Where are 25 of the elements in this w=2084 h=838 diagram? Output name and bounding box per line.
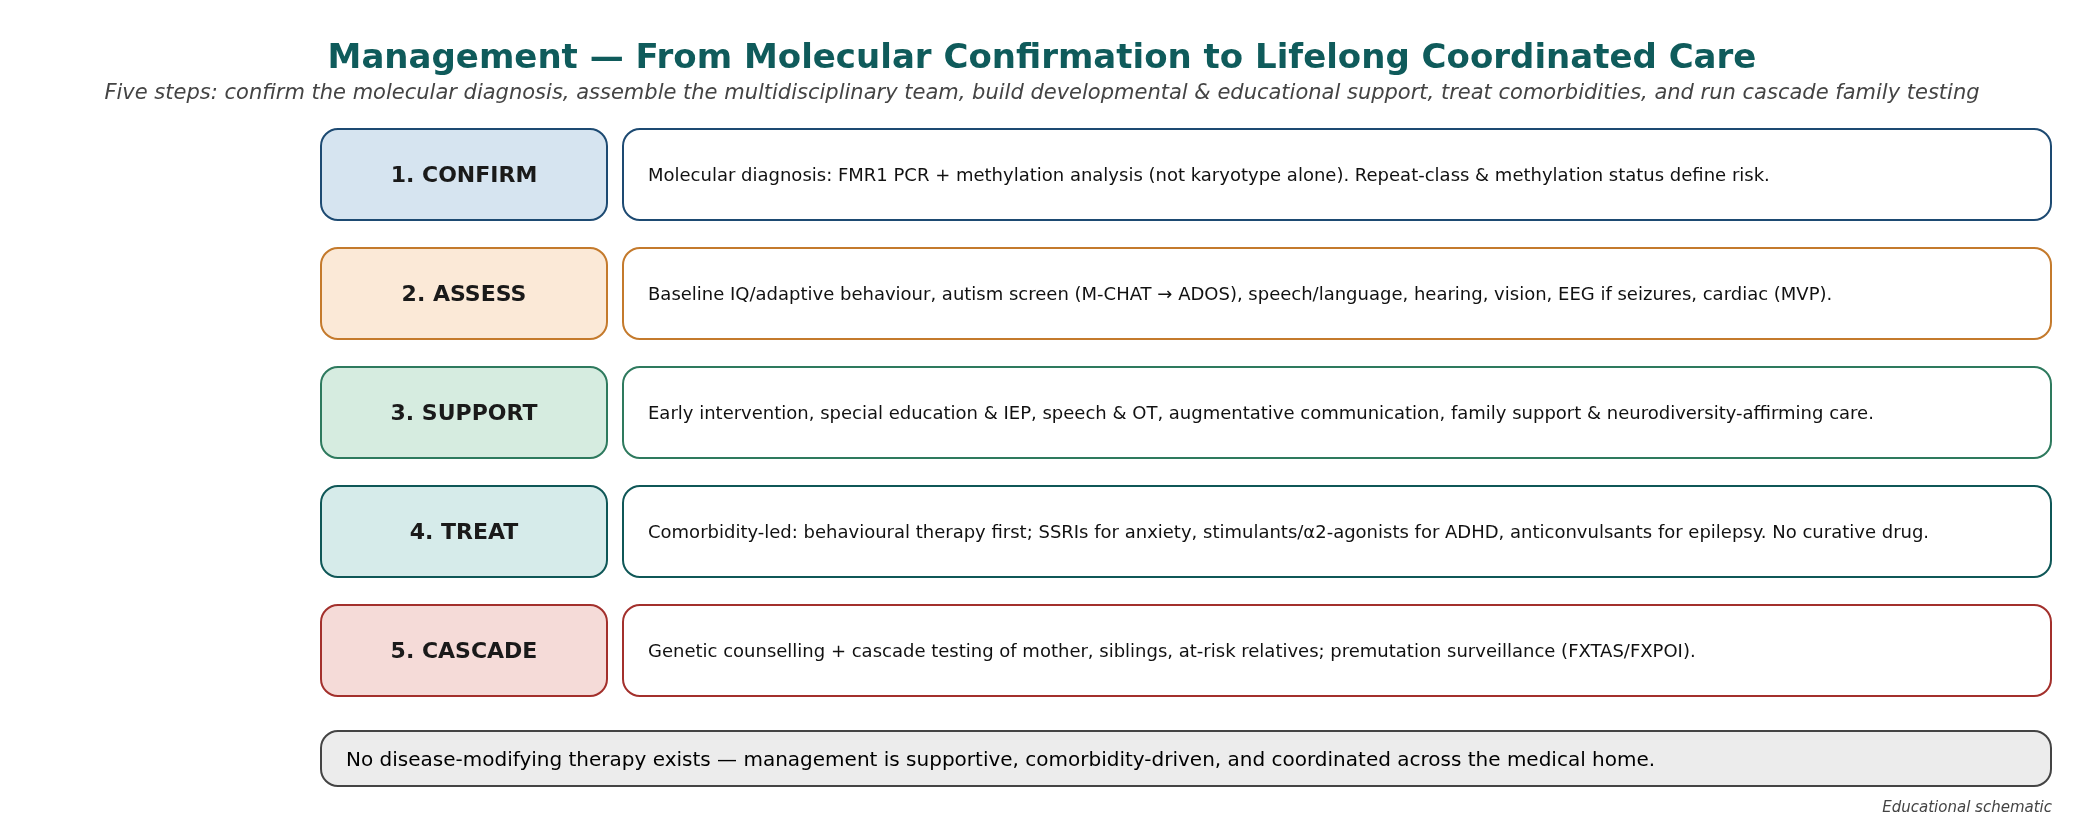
step-box [320,485,608,578]
step-label: 1. CONFIRM [390,162,538,187]
description-text: Genetic counselling + cascade testing of mother, siblings, at-risk relatives; premutation surveillance (FXTAS/FXPOI). [648,640,1696,661]
description-box [622,485,2052,578]
description-box [622,604,2052,697]
description-text: Baseline IQ/adaptive behaviour, autism screen (M-CHAT → ADOS), speech/language, hearing, vision, EEG if seizures, cardiac (MVP). [648,283,1833,304]
description-text: Early intervention, special education & IEP, speech & OT, augmentative communication, family support & neurodiversity-affirming care. [648,402,1874,423]
description-box [622,128,2052,221]
step-box [320,128,608,221]
description-text: Molecular diagnosis: FMR1 PCR + methylation analysis (not karyotype alone). Repeat-class & methylation status define risk. [648,164,1770,185]
diagram-subtitle: Five steps: confirm the molecular diagnosis, assemble the multidisciplinary team, build developmental & educational support, treat comorbidities, and run cascade family testing [103,80,1981,104]
step-label: 4. TREAT [409,519,519,544]
step-box [320,604,608,697]
description-box [622,247,2052,340]
note-text: No disease-modifying therapy exists — management is supportive, comorbidity-driven, and coordinated across the medical home. [346,746,1656,771]
diagram-title: Management — From Molecular Confirmation to Lifelong Coordinated Care [326,36,1758,76]
note-box [320,730,2052,787]
description-text: Comorbidity-led: behavioural therapy first; SSRIs for anxiety, stimulants/α2-agonists for ADHD, anticonvulsants for epilepsy. No curative drug. [648,521,1930,542]
step-label: 2. ASSESS [401,281,527,306]
step-box [320,247,608,340]
step-label: 3. SUPPORT [390,400,538,425]
step-label: 5. CASCADE [390,638,538,663]
footnote-text: Educational schematic [1882,798,2052,816]
step-box [320,366,608,459]
description-box [622,366,2052,459]
